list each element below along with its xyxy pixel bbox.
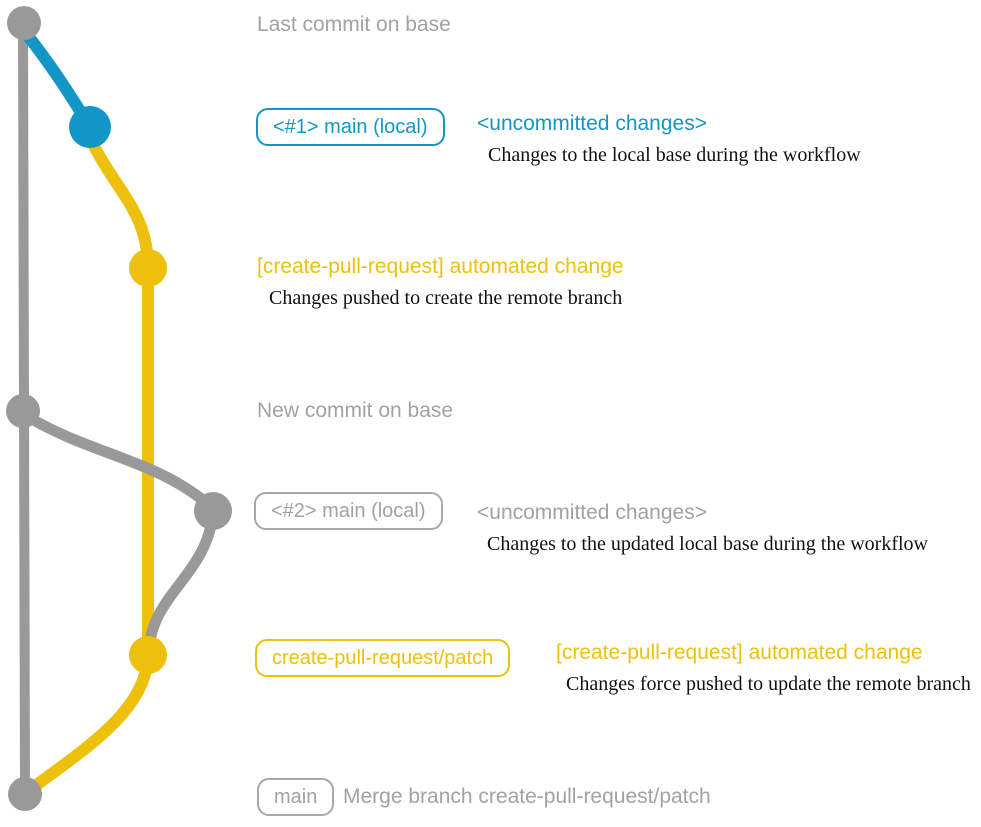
local-main-edge-2 [19,409,218,514]
label-new-commit-on-base: New commit on base [257,399,454,422]
badge-main-local-2: <#2> main (local) [254,492,443,530]
desc-automated-change-1: Changes pushed to create the remote bran… [269,287,623,309]
commit-dot-local-main-2 [194,492,232,530]
commit-dot-new-base [6,394,40,428]
badge-main-local-1: <#1> main (local) [256,108,445,146]
commit-dot-automated-2 [129,636,167,674]
label-uncommitted-changes-2: <uncommitted changes> [477,501,707,524]
label-uncommitted-changes-1: <uncommitted changes> [477,112,707,135]
label-automated-change-2: [create-pull-request] automated change [556,641,923,664]
patch-branch-edge-top [85,134,154,274]
rebase-edge [143,506,219,658]
commit-dot-local-main-1 [69,106,111,148]
label-automated-change-1: [create-pull-request] automated change [257,255,624,278]
badge-create-pull-request-patch: create-pull-request/patch [255,639,511,677]
commit-dot-last-base [7,6,41,40]
desc-automated-change-2: Changes force pushed to update the remot… [566,673,971,695]
commit-dot-merge [8,777,42,811]
label-merge-branch: Merge branch create-pull-request/patch [343,785,711,808]
commit-dot-automated-1 [129,249,167,287]
desc-uncommitted-changes-1: Changes to the local base during the wor… [488,144,861,166]
badge-main: main [257,778,335,816]
label-last-commit-on-base: Last commit on base [257,13,451,36]
desc-uncommitted-changes-2: Changes to the updated local base during… [487,533,928,555]
patch-merge-edge [21,649,154,798]
